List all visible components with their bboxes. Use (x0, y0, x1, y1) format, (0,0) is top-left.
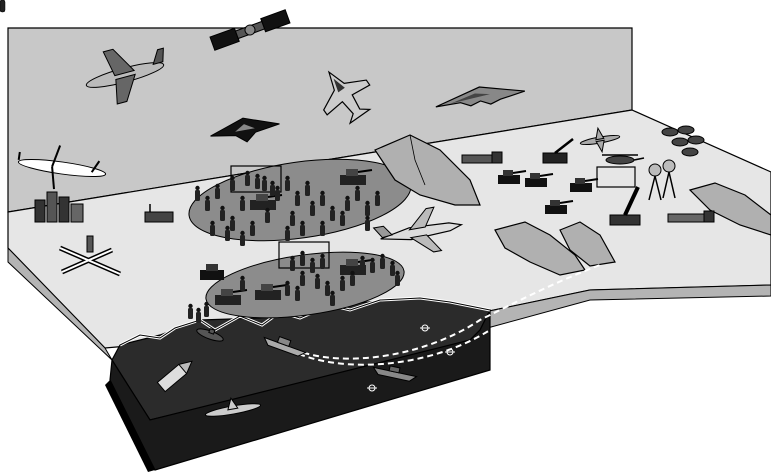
soldier-icon (375, 191, 380, 206)
soldier-icon (240, 196, 245, 211)
soldier-icon (320, 191, 325, 206)
soldier-icon (270, 181, 275, 196)
soldier-icon (240, 231, 245, 246)
soldier-icon (300, 271, 305, 286)
soldier-icon (262, 176, 267, 191)
soldier-icon (315, 274, 320, 289)
soldier-icon (255, 174, 260, 189)
soldier-icon (210, 221, 215, 236)
soldier-icon (285, 281, 290, 296)
soldier-icon (285, 176, 290, 191)
soldier-icon (215, 184, 220, 199)
soldier-icon (240, 276, 245, 291)
soldier-icon (196, 308, 201, 323)
soldier-icon (310, 201, 315, 216)
soldier-icon (325, 281, 330, 296)
soldier-icon (340, 276, 345, 291)
soldier-icon (295, 286, 300, 301)
soldier-icon (350, 271, 355, 286)
soldier-icon (195, 186, 200, 201)
soldier-icon (300, 221, 305, 236)
soldier-icon (360, 256, 365, 271)
soldier-icon (330, 206, 335, 221)
soldier-icon (230, 176, 235, 191)
soldier-icon (370, 258, 375, 273)
soldier-icon (300, 251, 305, 266)
soldier-icon (320, 221, 325, 236)
soldier-icon (230, 216, 235, 231)
soldier-icon (265, 208, 270, 223)
soldier-icon (355, 186, 360, 201)
soldier-icon (220, 206, 225, 221)
soldier-icon (290, 256, 295, 271)
soldier-icon (225, 226, 230, 241)
soldier-icon (205, 196, 210, 211)
soldier-icon (285, 226, 290, 241)
soldier-icon (245, 171, 250, 186)
soldier-icon (320, 254, 325, 269)
troops-icon[interactable] (0, 0, 5, 12)
soldier-icon (390, 261, 395, 276)
soldier-icon (204, 302, 209, 317)
soldier-icon (295, 191, 300, 206)
soldier-icon (345, 196, 350, 211)
soldier-icon (290, 211, 295, 226)
soldier-icon (250, 221, 255, 236)
soldier-icon (365, 216, 370, 231)
soldier-icon (365, 201, 370, 216)
soldier-icon (310, 258, 315, 273)
soldier-icon (305, 181, 310, 196)
soldier-icon (188, 304, 193, 319)
soldier-icon (275, 186, 280, 201)
soldier-icon (340, 211, 345, 226)
soldier-icon (395, 271, 400, 286)
soldier-icon (380, 254, 385, 269)
soldier-icon (330, 291, 335, 306)
